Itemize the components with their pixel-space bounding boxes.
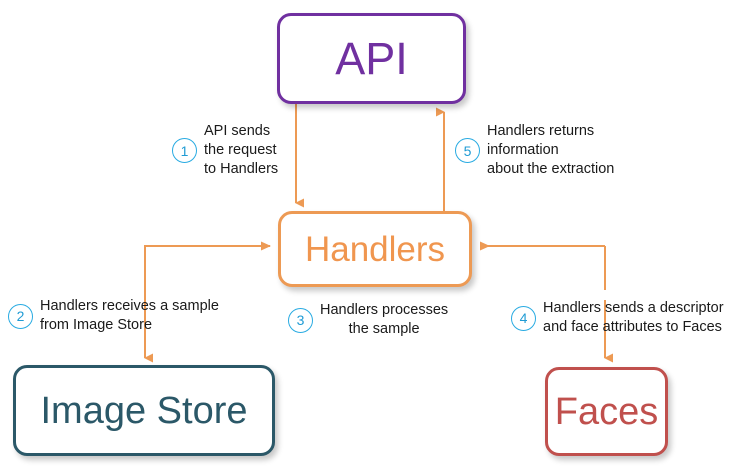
node-faces[interactable]: Faces — [545, 367, 668, 456]
step-4-text: Handlers sends a descriptor and face att… — [543, 300, 724, 336]
step-4: 4 Handlers sends a descriptor and face a… — [511, 299, 724, 337]
step-1-text: API sends the request to Handlers — [204, 123, 279, 178]
step-1: 1 API sends the request to Handlers — [172, 122, 278, 179]
step-5: 5 Handlers returns information about the… — [455, 122, 614, 179]
node-image-store[interactable]: Image Store — [13, 365, 275, 456]
node-image-store-label: Image Store — [40, 389, 248, 432]
node-faces-label: Faces — [554, 390, 659, 433]
step-3-badge: 3 — [288, 307, 313, 333]
step-3-text: Handlers processes the sample — [320, 302, 449, 338]
node-handlers[interactable]: Handlers — [278, 211, 472, 287]
node-api[interactable]: API — [277, 13, 466, 104]
step-3: 3 Handlers processes the sample — [288, 301, 448, 339]
node-handlers-label: Handlers — [304, 229, 446, 269]
step-2: 2 Handlers receives a sample from Image … — [8, 297, 219, 335]
step-5-badge: 5 — [455, 138, 480, 164]
step-5-text: Handlers returns information about the e… — [487, 123, 615, 178]
step-4-badge: 4 — [511, 305, 536, 331]
step-1-badge: 1 — [172, 138, 197, 164]
node-api-label: API — [335, 33, 408, 84]
step-2-text: Handlers receives a sample from Image St… — [40, 298, 219, 334]
step-2-badge: 2 — [8, 303, 33, 329]
